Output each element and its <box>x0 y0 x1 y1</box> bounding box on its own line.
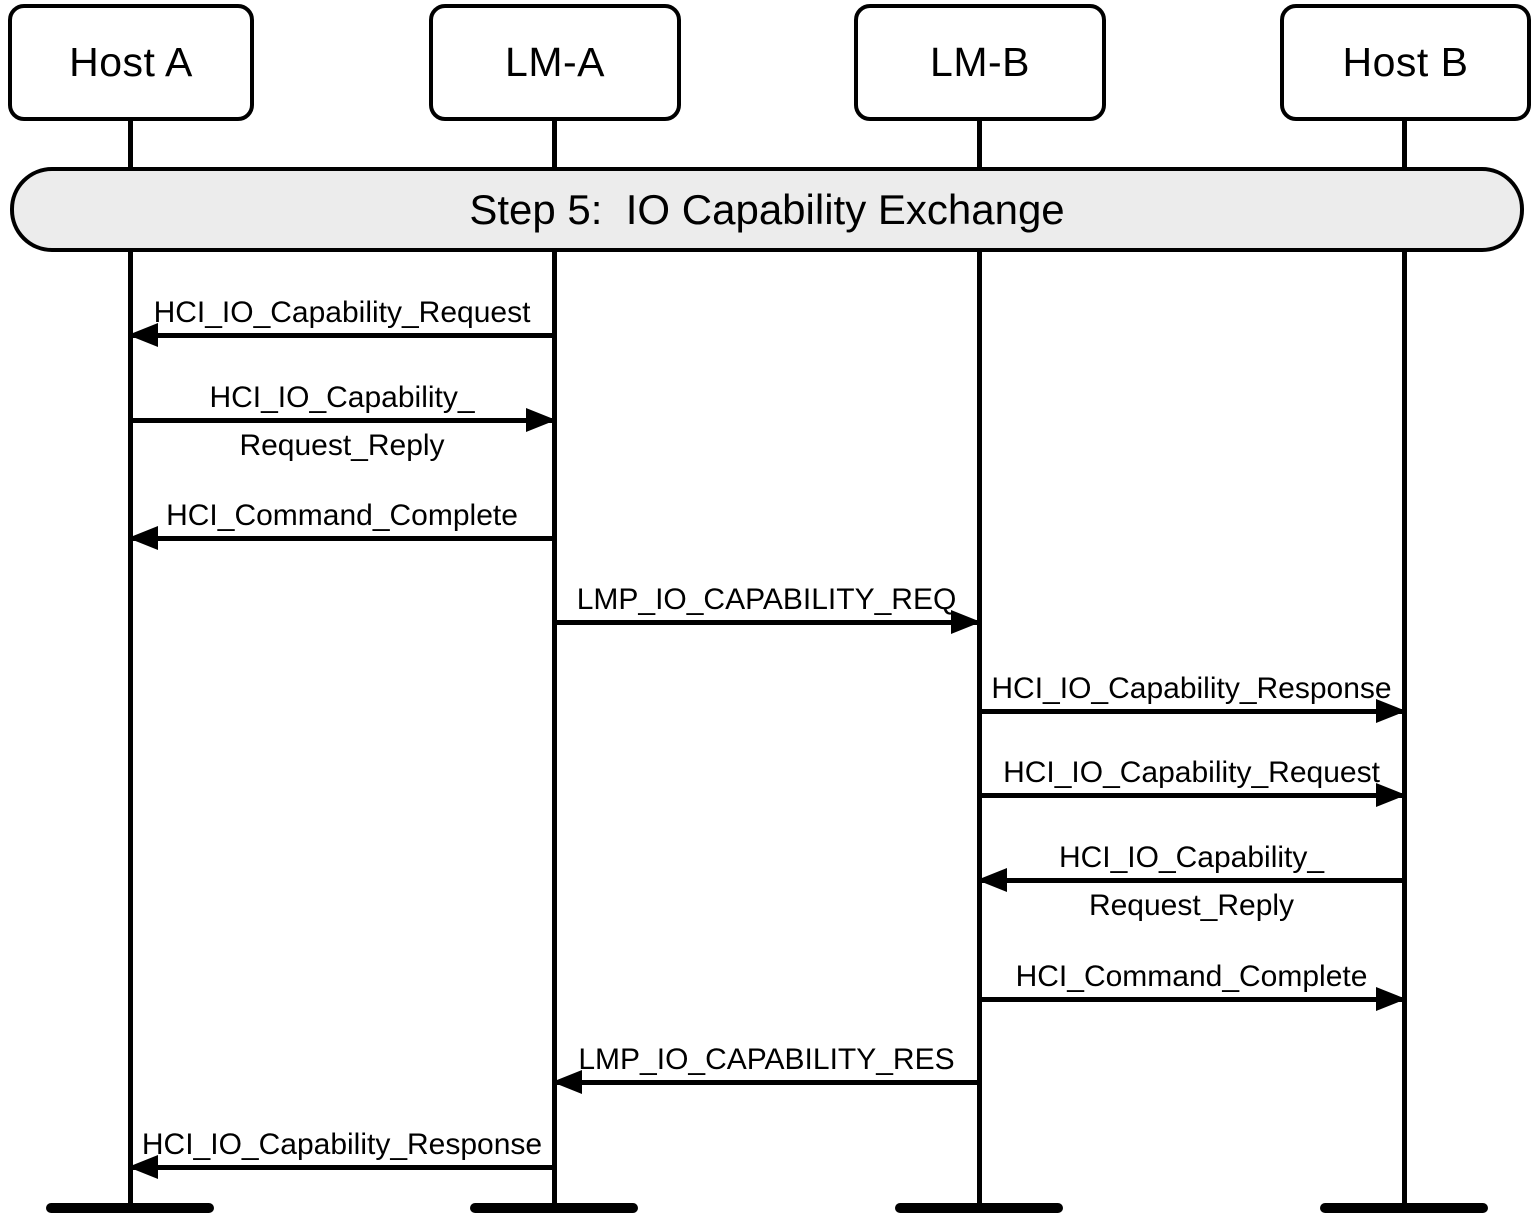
message-label-line2: Request_Reply <box>239 429 445 462</box>
message-line <box>979 878 1404 883</box>
actor-label-lm-a: LM-A <box>505 39 605 85</box>
message-line <box>554 620 979 625</box>
message-label: LMP_IO_CAPABILITY_RES <box>578 1043 955 1076</box>
step-banner-label: Step 5: IO Capability Exchange <box>469 185 1065 233</box>
lifeline-lm-a <box>552 121 557 1208</box>
message-label: HCI_IO_Capability_Request <box>1003 756 1380 789</box>
message-line <box>979 997 1404 1002</box>
message-line <box>130 418 554 423</box>
actor-box-lm-b: LM-B <box>854 4 1106 121</box>
actor-box-lm-a: LM-A <box>429 4 681 121</box>
message-line <box>130 333 554 338</box>
arrowhead-right-icon <box>1376 987 1406 1011</box>
lifeline-host-a <box>128 121 133 1208</box>
arrowhead-right-icon <box>951 610 981 634</box>
message-label: HCI_Command_Complete <box>166 499 518 532</box>
message-label-line1: HCI_IO_Capability_ <box>209 381 475 414</box>
actor-box-host-b: Host B <box>1280 4 1531 121</box>
message-label: HCI_IO_Capability_Response <box>141 1128 543 1161</box>
termination-bar-host-b <box>1320 1203 1488 1213</box>
actor-label-lm-b: LM-B <box>930 39 1030 85</box>
actor-label-host-b: Host B <box>1342 39 1469 85</box>
step-banner: Step 5: IO Capability Exchange <box>10 167 1524 252</box>
lifeline-lm-b <box>977 121 982 1208</box>
lifeline-host-b <box>1402 121 1407 1208</box>
message-label-line2: Request_Reply <box>1088 889 1295 922</box>
message-line <box>130 536 554 541</box>
termination-bar-host-a <box>46 1203 214 1213</box>
message-label: HCI_Command_Complete <box>1015 960 1368 993</box>
message-line <box>554 1080 979 1085</box>
arrowhead-left-icon <box>128 526 158 550</box>
message-label-line1: HCI_IO_Capability_ <box>1058 841 1325 874</box>
arrowhead-right-icon <box>1376 699 1406 723</box>
actor-label-host-a: Host A <box>69 39 193 85</box>
message-line <box>979 709 1404 714</box>
arrowhead-right-icon <box>526 408 556 432</box>
arrowhead-left-icon <box>552 1070 582 1094</box>
termination-bar-lm-b <box>895 1203 1063 1213</box>
arrowhead-right-icon <box>1376 783 1406 807</box>
termination-bar-lm-a <box>470 1203 638 1213</box>
message-line <box>979 793 1404 798</box>
arrowhead-left-icon <box>977 868 1007 892</box>
actor-box-host-a: Host A <box>8 4 254 121</box>
message-label: LMP_IO_CAPABILITY_REQ <box>576 583 957 616</box>
arrowhead-left-icon <box>128 1155 158 1179</box>
message-label: HCI_IO_Capability_Response <box>991 672 1392 705</box>
message-label: HCI_IO_Capability_Request <box>153 296 531 329</box>
arrowhead-left-icon <box>128 323 158 347</box>
message-line <box>130 1165 554 1170</box>
